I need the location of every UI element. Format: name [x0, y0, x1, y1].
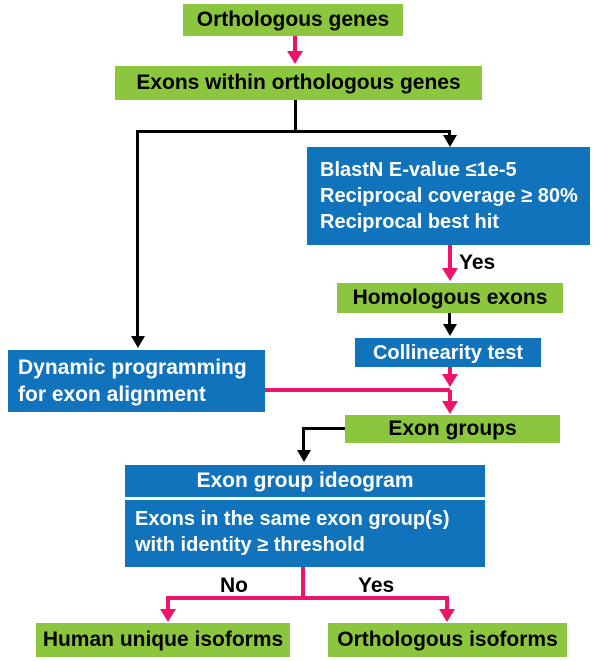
connector-branch-horizontal — [136, 130, 451, 133]
node-human-unique-isoforms: Human unique isoforms — [36, 623, 290, 657]
arrowhead-to-exon-groups — [442, 401, 458, 414]
ideogram-header: Exon group ideogram — [125, 465, 485, 500]
connector-junction-to-exon-groups — [448, 390, 452, 403]
ideogram-condition-line2: with identity ≥ threshold — [135, 534, 365, 556]
node-blastn-criteria: BlastN E-value ≤1e-5 Reciprocal coverage… — [307, 147, 590, 245]
connector-ideogram-stem — [301, 567, 305, 598]
node-dynamic-programming: Dynamic programming for exon alignment — [8, 350, 265, 412]
ideogram-condition-line1: Exons in the same exon group(s) — [135, 508, 450, 530]
node-exons-within-orthologous-genes: Exons within orthologous genes — [115, 66, 482, 100]
connector-left-arm — [136, 130, 139, 338]
blastn-criterion-best-hit: Reciprocal best hit — [320, 211, 499, 233]
edge-label-blastn-yes: Yes — [459, 251, 496, 274]
connector-genes-to-exons — [293, 36, 297, 53]
connector-homologous-to-collinearity — [448, 313, 451, 326]
arrowhead-to-exon-group-ideogram — [297, 450, 311, 462]
arrowhead-to-orthologous-isoforms — [439, 609, 455, 622]
arrowhead-to-homologous-exons — [442, 268, 458, 281]
arrowhead-to-exons-within — [287, 51, 303, 64]
connector-decision-horizontal — [166, 596, 449, 600]
arrowhead-to-collinearity-test — [443, 324, 457, 336]
connector-right-arm — [448, 130, 451, 137]
node-orthologous-genes: Orthologous genes — [183, 4, 403, 36]
connector-exons-stem — [294, 100, 297, 130]
node-homologous-exons: Homologous exons — [337, 283, 563, 313]
connector-exon-groups-elbow-vertical — [302, 427, 305, 452]
edge-label-identity-no: No — [220, 574, 248, 597]
edge-label-identity-yes: Yes — [358, 574, 395, 597]
ideogram-condition: Exons in the same exon group(s) with ide… — [125, 500, 485, 558]
node-exon-groups: Exon groups — [345, 415, 560, 443]
connector-blastn-yes — [448, 245, 452, 270]
node-exon-group-ideogram: Exon group ideogram Exons in the same ex… — [125, 465, 485, 567]
dynamic-programming-line1: Dynamic programming — [18, 356, 247, 379]
arrowhead-to-blastn — [443, 135, 457, 147]
dynamic-programming-line2: for exon alignment — [18, 383, 206, 406]
blastn-criterion-evalue: BlastN E-value ≤1e-5 — [320, 159, 517, 181]
connector-no-branch — [166, 596, 170, 611]
connector-collinearity-down-a — [448, 367, 452, 376]
node-orthologous-isoforms: Orthologous isoforms — [328, 623, 567, 657]
arrowhead-to-human-unique-isoforms — [160, 609, 176, 622]
connector-yes-branch — [445, 596, 449, 611]
connector-dynprog-to-junction — [265, 388, 450, 392]
blastn-criterion-coverage: Reciprocal coverage ≥ 80% — [320, 185, 578, 207]
arrowhead-to-dynamic-programming — [131, 336, 145, 348]
node-collinearity-test: Collinearity test — [355, 338, 541, 367]
connector-exon-groups-elbow-horizontal — [302, 427, 345, 430]
arrowhead-junction-upper — [442, 374, 458, 387]
